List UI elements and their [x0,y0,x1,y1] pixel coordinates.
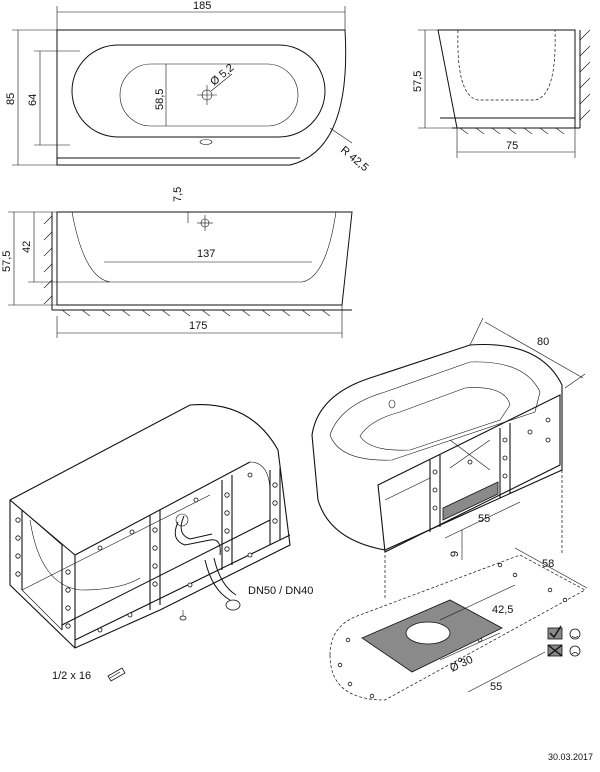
front-inner-curve [71,211,337,283]
tub-outline [311,343,563,551]
floor-footprint [329,554,586,701]
pipe-outlet [225,599,241,611]
frame-bolt-holes [15,472,278,633]
tub-basin [359,387,511,451]
label-iso-width: 80 [537,336,549,348]
smiley-icon [569,628,581,640]
tub-bolt-holes [432,417,551,511]
label-basin-58-5: 58,5 [154,89,166,110]
label-width-85: 85 [5,93,17,105]
label-pipe-size: DN50 / DN40 [248,585,313,597]
label-inner-length: 137 [197,248,215,260]
label-panel-width: 55 [478,513,490,525]
label-side-height: 57,5 [412,71,424,92]
drawing-date: 30.03.2017 [548,752,593,762]
checkbox-ok-icon [547,625,563,640]
top-view-outline [56,29,347,166]
waste-pipe [204,559,231,601]
label-floor-drain-span: 55 [490,681,502,693]
label-drain-diameter: Ø 5,2 [208,62,236,88]
label-front-height: 57,5 [1,251,13,272]
label-floor-depth: 58 [542,558,554,570]
label-panel-height: 9 [449,551,461,557]
label-floor-drain-diameter: Ø 30 [448,654,475,675]
drain-opening [405,621,451,645]
label-drain-offset: 7,5 [172,187,184,202]
label-inner-depth: 42 [21,241,33,253]
label-radius: R 42,5 [338,144,371,174]
access-panel [442,481,499,521]
screw-icon [107,667,126,682]
drain-pipe [174,521,221,556]
label-front-length: 175 [189,320,207,332]
label-side-depth: 75 [506,140,518,152]
side-view-outline [437,29,576,129]
top-view: Ø 5,2 185 85 64 58,5 R 42,5 [5,0,371,174]
label-inner-width-64: 64 [27,94,39,106]
iso-frame-view: 1/2 x 16 DN50 / DN40 [9,403,313,682]
side-inner-dashed [457,29,556,101]
front-view: 7,5 137 42 57,5 [1,187,353,338]
label-screw-qty: 1/2 x 16 [52,670,91,682]
label-length-185: 185 [193,0,211,12]
top-basin [119,63,299,127]
checkbox-cross-icon [547,644,563,657]
side-view: 57,5 75 [412,29,591,158]
label-floor-drain-offset: 42,5 [492,604,513,616]
foot-fitting [179,615,187,621]
top-rim [71,44,326,138]
sad-face-icon [569,645,581,657]
frame-outline [9,403,291,649]
iso-tub-view: 80 55 9 58 42,5 Ø 30 55 [311,317,588,701]
tub-rim [329,361,541,461]
